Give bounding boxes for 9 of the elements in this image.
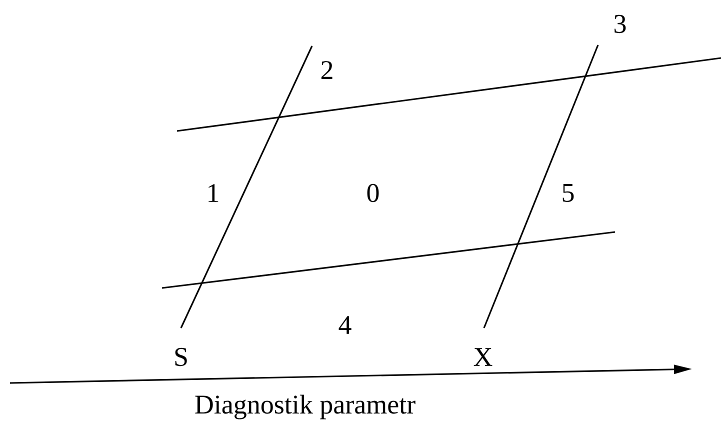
region-number: 0 [367,184,379,202]
axis-label: Diagnostik parametr [195,394,416,420]
point-label: S [175,348,187,366]
region-number: 1 [208,184,218,202]
region-number: 3 [614,14,626,34]
region-number: 4 [338,316,352,334]
region-number: 2 [321,61,332,79]
region-number: 5 [562,184,574,202]
point-label: X [474,348,492,366]
